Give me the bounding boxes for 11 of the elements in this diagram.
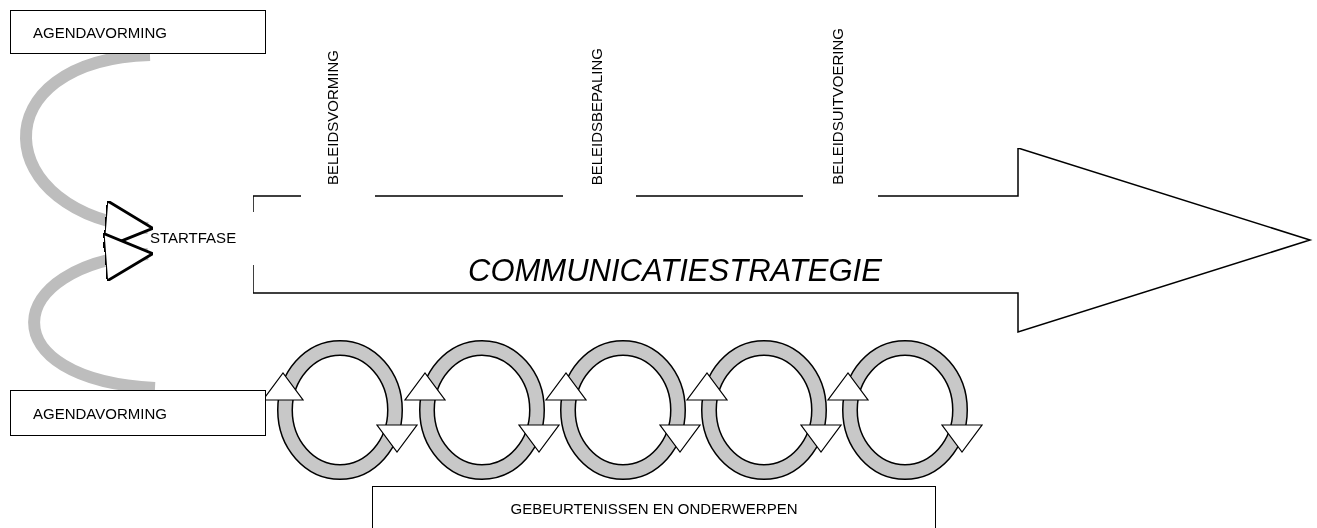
process-box [372,486,936,528]
phase-label: BELEIDSBEPALING [588,47,605,185]
phase-label: BELEIDSVORMING [324,49,341,185]
process-box [10,390,266,436]
process-box [10,10,266,54]
box-label: AGENDAVORMING [33,404,167,422]
box-label: AGENDAVORMING [33,23,167,41]
stage-label: STARTFASE [150,229,237,246]
box-label: GEBEURTENISSEN EN ONDERWERPEN [510,499,798,517]
arrow-label: COMMUNICATIESTRATEGIE [468,253,882,289]
phase-label: BELEIDSUITVOERING [829,28,846,185]
